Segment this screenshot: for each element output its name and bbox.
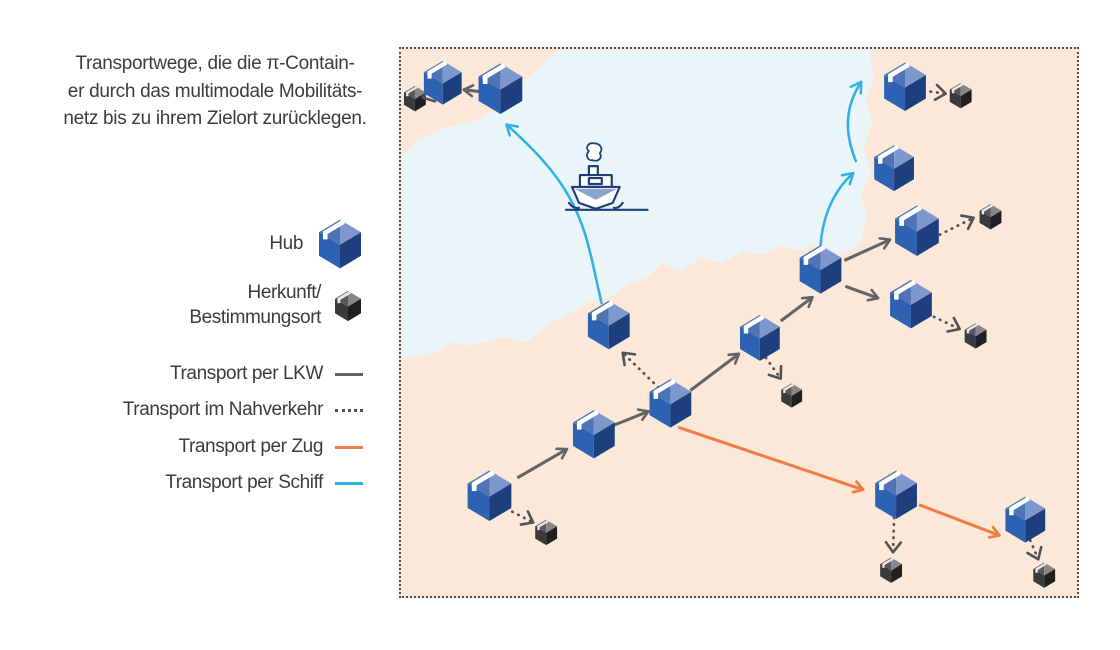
transport-edge-lkw <box>613 408 650 427</box>
transport-edge-nahverkehr <box>1026 539 1043 561</box>
legend-lkw-label: Transport per LKW <box>170 363 323 384</box>
sea-water <box>401 49 875 358</box>
legend-item-lkw: Transport per LKW <box>0 361 363 387</box>
origin-mid <box>781 383 803 408</box>
transport-edge-schiff <box>819 171 855 247</box>
transport-edge-schiff <box>505 123 604 305</box>
transport-edge-nahverkehr <box>938 214 975 236</box>
transport-edge-lkw <box>462 84 481 98</box>
origin-nw <box>403 85 426 112</box>
transport-edge-nahverkehr <box>922 83 948 101</box>
transport-edge-lkw <box>689 352 741 392</box>
transport-edge-zug <box>918 503 1001 539</box>
legend-origin-label-line1: Herkunft/ <box>247 282 322 303</box>
legend-origin-label-line2: Bestimmungsort <box>189 306 321 328</box>
legend-item-schiff: Transport per Schiff <box>0 470 363 496</box>
legend-item-zug: Transport per Zug <box>0 434 363 460</box>
transport-edge-lkw <box>779 295 814 323</box>
origin-ne-2 <box>964 323 987 349</box>
legend-item-nahverkehr: Transport im Nahverkehr <box>0 397 363 423</box>
hub-east-coast-top <box>884 62 926 111</box>
legend-nahverkehr-label: Transport im Nahverkehr <box>122 399 324 420</box>
transport-edge-schiff <box>846 80 863 163</box>
ship-bow-band <box>574 188 617 200</box>
schiff-line-swatch <box>335 481 363 485</box>
transport-edge-nahverkehr <box>505 507 535 526</box>
hub-cube <box>319 219 361 269</box>
hub-mid-3 <box>739 314 780 361</box>
hub-cube-icon <box>319 219 361 269</box>
ship-icon <box>564 142 649 211</box>
origin-ne-1 <box>979 204 1002 230</box>
origin-south-1 <box>880 557 903 583</box>
transport-edge-zug <box>677 425 865 494</box>
transport-edge-lkw <box>844 284 880 302</box>
title-line: netz bis zu ihrem Zielort zurücklegen. <box>63 108 367 129</box>
hub-nw-small <box>423 60 462 105</box>
origin-cube <box>335 290 361 321</box>
transport-edge-lkw <box>516 447 569 480</box>
origin-sw <box>535 519 558 546</box>
hub-bay <box>799 245 842 294</box>
legend-zug-label: Transport per Zug <box>178 436 323 457</box>
hub-ne-1 <box>895 205 939 256</box>
map-canvas <box>401 49 1056 588</box>
hub-coast-west <box>587 300 630 350</box>
ship-wave-right <box>612 201 624 210</box>
nahverkehr-line-swatch <box>335 408 363 412</box>
transport-edge-nahverkehr <box>621 351 660 389</box>
ship-smoke <box>586 142 603 162</box>
legend-item-hub: Hub <box>0 218 363 270</box>
hub-sw <box>467 470 512 522</box>
hub-nw-large <box>478 63 523 115</box>
hub-mid-2 <box>649 379 692 428</box>
page-title: Transportwege, die die π-Contain- er dur… <box>30 50 400 133</box>
ship-funnel <box>587 165 599 177</box>
origin-south-2 <box>1033 562 1056 588</box>
title-line: er durch das multimodale Mobilitäts- <box>67 80 363 102</box>
lkw-line-swatch <box>335 372 363 376</box>
ship-window <box>587 176 603 186</box>
title-line: Transportwege, die die π-Contain- <box>75 53 355 74</box>
hub-mid-1 <box>572 409 615 459</box>
hub-east-coast-mid <box>874 145 914 192</box>
transport-edge-lkw <box>843 237 892 262</box>
legend-origin-label: Herkunft/ Bestimmungsort <box>189 281 321 330</box>
legend-schiff-label: Transport per Schiff <box>165 472 323 493</box>
legend-hub-label: Hub <box>269 233 303 254</box>
origin-cube-icon <box>335 290 361 321</box>
transport-edge-nahverkehr <box>764 356 783 380</box>
hub-south-2 <box>1005 496 1046 543</box>
transport-edge-nahverkehr <box>926 312 962 333</box>
transport-edge-nahverkehr <box>884 516 903 554</box>
legend-item-origin: Herkunft/ Bestimmungsort <box>0 281 363 330</box>
zug-line-swatch <box>335 445 363 449</box>
origin-ne-top <box>949 82 972 109</box>
network-map <box>399 47 1079 598</box>
hub-south-1 <box>875 470 917 519</box>
ship-wave-left <box>567 201 581 210</box>
hub-ne-2 <box>890 279 932 329</box>
